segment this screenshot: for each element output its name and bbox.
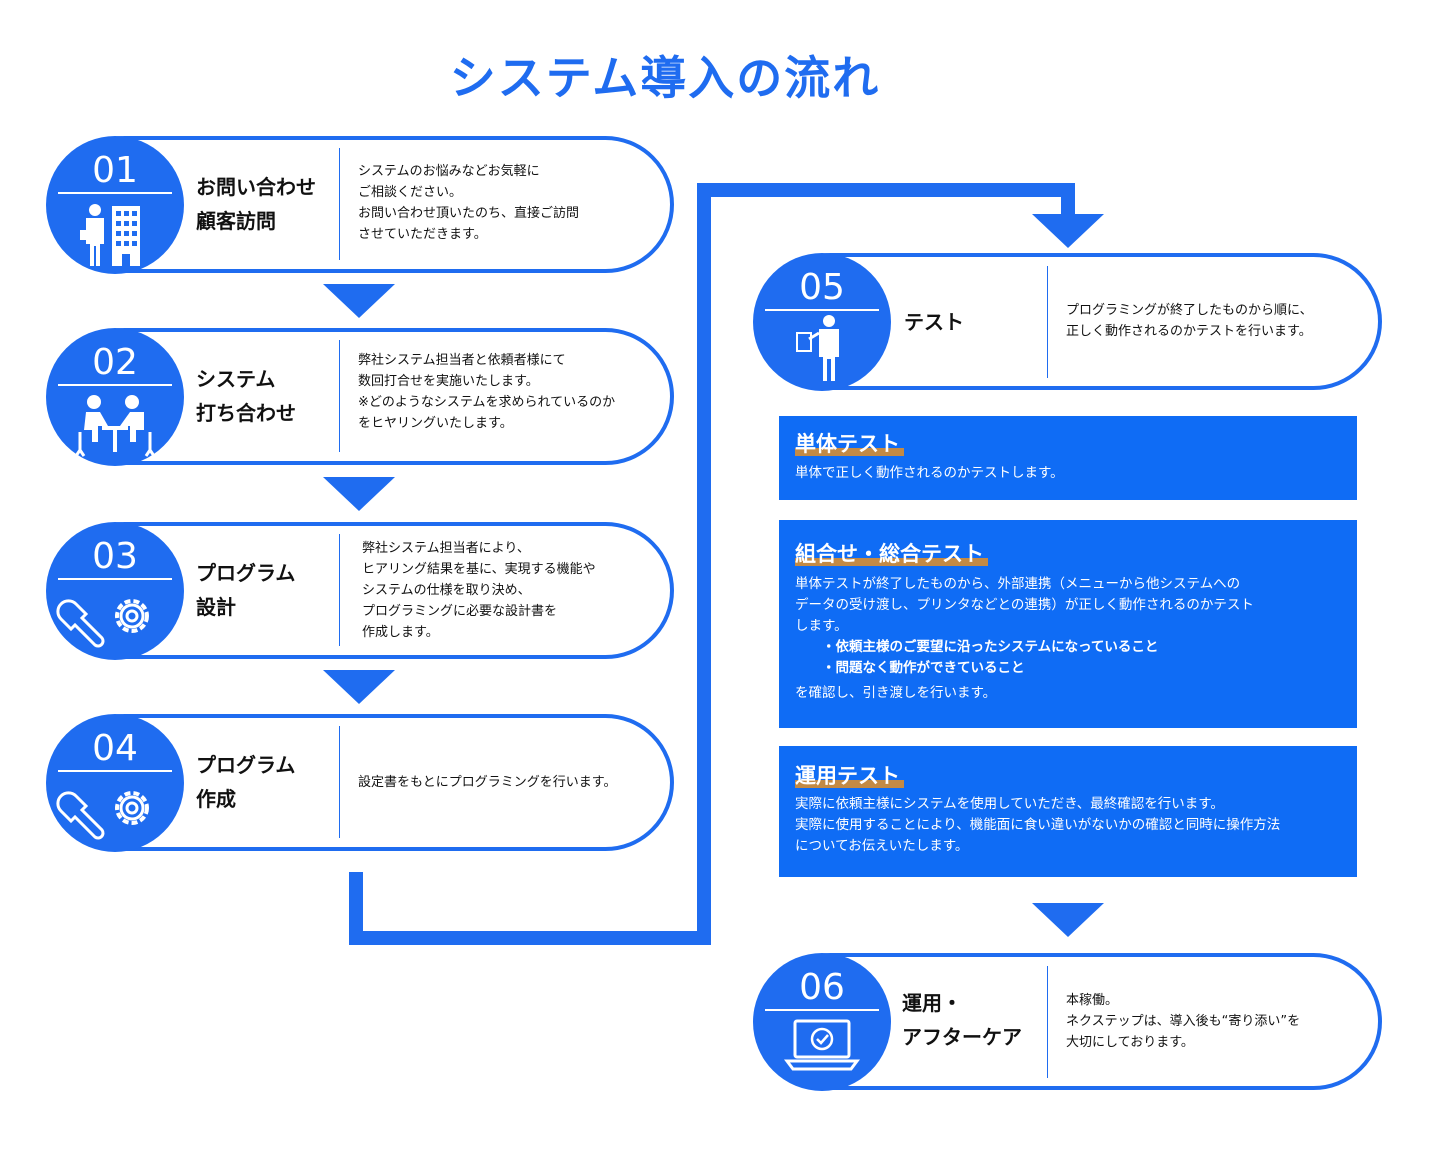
step-divider — [339, 340, 340, 452]
down-arrow — [323, 670, 395, 704]
test-box-body: 単体で正しく動作されるのかテストします。 — [795, 465, 1064, 481]
test-box-title: 運用テスト — [795, 760, 904, 790]
businessman-building-icon — [80, 204, 140, 266]
step-description-04: 設定書をもとにプログラミングを行います。 — [358, 775, 617, 790]
presenter-icon — [796, 315, 839, 381]
step-badge-02: 02 — [46, 328, 184, 466]
step-heading-04: プログラム 作成 — [196, 753, 296, 811]
step-divider — [1047, 966, 1048, 1078]
step-heading-06: 運用・ アフターケア — [902, 991, 1022, 1049]
step-divider — [339, 726, 340, 838]
test-box-operation: 運用テスト 実際に依頼主様にシステムを使用していただき、最終確認を行います。 実… — [779, 746, 1357, 877]
step-badge-03: 03 — [46, 522, 184, 660]
step-number: 01 — [92, 150, 138, 191]
step-divider — [339, 534, 340, 646]
step-heading-02: システム 打ち合わせ — [196, 367, 296, 425]
step-heading-03: プログラム 設計 — [196, 561, 296, 619]
step-number: 04 — [92, 728, 138, 769]
step-badge-04: 04 — [46, 714, 184, 852]
step-number: 06 — [799, 967, 845, 1008]
step-badge-06: 06 — [753, 953, 891, 1091]
step-description-03: 弊社システム担当者により、 ヒアリング結果を基に、実現する機能や システムの仕様… — [362, 541, 596, 640]
step-badge-05: 05 — [753, 253, 891, 391]
step-divider — [1047, 266, 1048, 378]
step-description-06: 本稼働。 ネクステップは、導入後も“寄り添い”を 大切にしております。 — [1066, 993, 1301, 1050]
meeting-icon — [74, 395, 156, 457]
step-badge-01: 01 — [46, 136, 184, 274]
step-number: 02 — [92, 342, 138, 383]
down-arrow — [323, 284, 395, 318]
step-number: 03 — [92, 536, 138, 577]
page-title: システム導入の流れ — [449, 51, 881, 105]
test-box-integration: 組合せ・総合テスト 単体テストが終了したものから、外部連携（メニューから他システ… — [779, 520, 1357, 728]
step-divider — [339, 148, 340, 260]
test-box-title: 単体テスト — [795, 428, 904, 458]
laptop-check-icon — [784, 1019, 860, 1071]
test-box-title: 組合せ・総合テスト — [795, 538, 988, 568]
step-heading-05: テスト — [904, 310, 964, 334]
down-arrow — [323, 477, 395, 511]
test-box-unit: 単体テスト 単体で正しく動作されるのかテストします。 — [779, 416, 1357, 500]
test-box-body: 単体テストが終了したものから、外部連携（メニューから他システムへの データの受け… — [795, 576, 1254, 701]
step-description-02: 弊社システム担当者と依頼者様にて 数回打合せを実施いたします。 ※どのようなシス… — [358, 353, 616, 431]
step-description-01: システムのお悩みなどお気軽に ご相談ください。 お問い合わせ頂いたのち、直接ご訪… — [358, 164, 580, 242]
wrench-gear-icon — [56, 599, 149, 648]
test-box-body: 実際に依頼主様にシステムを使用していただき、最終確認を行います。 実際に使用する… — [795, 796, 1281, 854]
step-heading-01: お問い合わせ 顧客訪問 — [196, 175, 316, 233]
step-description-05: プログラミングが終了したものから順に、 正しく動作されるのかテストを行います。 — [1066, 303, 1313, 339]
down-arrow — [1032, 903, 1104, 937]
wrench-gear-icon — [56, 791, 149, 840]
step-number: 05 — [799, 267, 845, 308]
